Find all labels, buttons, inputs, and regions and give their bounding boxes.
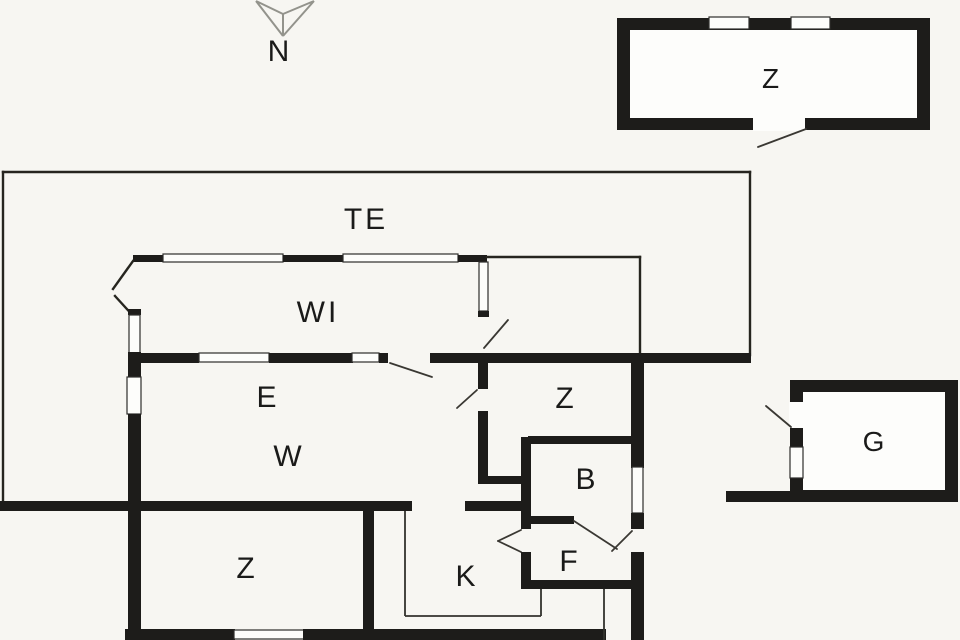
window [162,253,284,263]
wall-segment [478,362,488,389]
wall-segment [726,491,792,502]
garage: G [726,380,958,502]
wall-segment [128,414,141,640]
compass-label: N [268,35,291,68]
room-label-kitchen: K [455,560,476,593]
wall-segment [133,255,163,262]
window [790,16,831,30]
window [128,314,141,354]
room-label-living: W [273,440,302,473]
wall-segment [125,629,235,640]
wall-segment [458,255,487,262]
window [233,629,305,640]
wall-segment [631,353,644,468]
garage-floor [803,392,945,490]
wall-segment [521,552,531,589]
door-opening [789,402,804,428]
wall-segment [528,436,631,444]
guest-house-floor [630,30,917,118]
wall-segment [303,629,606,640]
wall-segment [128,309,141,315]
winter-garden: WI [111,253,642,357]
wall-segment [478,311,489,317]
room-label-bedroom-top: Z [555,382,574,415]
main-house: E W Z B F K Z [0,352,751,640]
wall-segment [631,513,644,529]
wall-segment [128,353,199,363]
wall-segment [269,353,353,363]
door-swing [497,540,522,553]
room-label-bathroom: B [575,463,596,496]
door-swing [757,128,807,148]
room-label-winter-garden: WI [297,296,340,329]
window [342,253,459,263]
door-swing [765,405,792,428]
window [351,352,380,363]
door-swing [483,319,509,349]
wall-segment [478,476,524,484]
terrace: TE [1,170,752,504]
wall-segment [465,501,522,511]
wall-segment [531,516,574,524]
window [478,261,489,312]
guest-house: Z [617,16,930,148]
window [126,376,142,415]
wall-segment [521,437,531,529]
room-label-guest-house: Z [762,63,780,94]
wall-segment [0,501,412,511]
window [631,466,644,514]
door-swing [573,520,618,550]
wall-segment [631,552,644,640]
wall-segment [478,411,488,477]
corner-line [111,259,135,291]
door-opening [753,116,805,131]
window [708,16,750,30]
compass: N [255,0,315,68]
wall-segment [283,255,343,262]
wall-segment [528,580,632,589]
door-swing [497,529,522,542]
north-arrow-icon [255,0,315,37]
room-label-hall: F [559,545,578,578]
room-label-garage: G [863,426,886,457]
door-swing [389,362,433,378]
room-label-terrace: TE [344,203,388,236]
room-label-bedroom-bottom: Z [236,552,255,585]
door-swing [456,389,478,409]
window [198,352,270,363]
wall-segment [363,511,374,629]
wall-segment [430,353,751,363]
room-label-dining: E [256,381,277,414]
window [789,446,804,479]
wall-segment [379,353,388,363]
